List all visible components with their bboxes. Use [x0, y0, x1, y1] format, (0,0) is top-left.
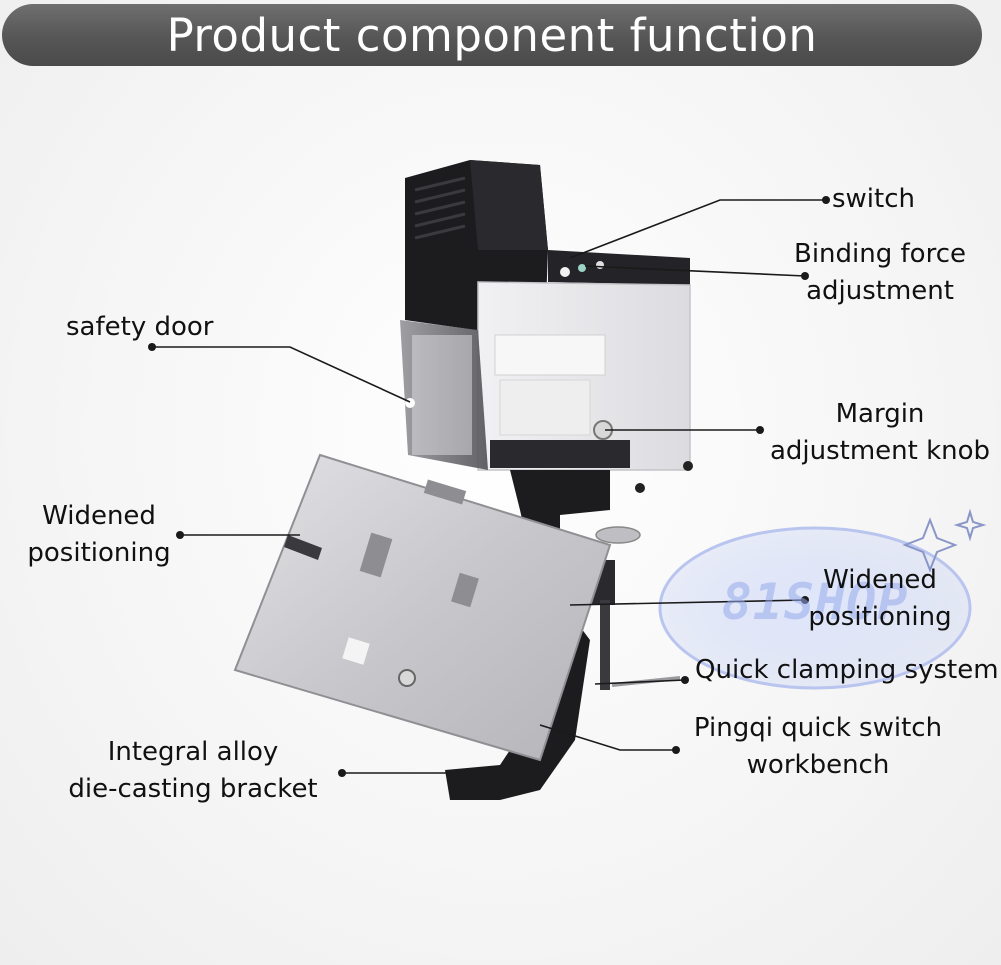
label-switch: switch [832, 184, 916, 214]
label-widened-left-line2: positioning [27, 538, 171, 568]
label-safety-door: safety door [66, 312, 214, 342]
safety-door [400, 320, 488, 470]
page-title: Product component function [166, 8, 818, 62]
label-margin-line2: adjustment knob [769, 436, 991, 466]
worktable-plate [233, 453, 612, 762]
label-margin-line1: Margin [835, 399, 925, 429]
label-widened-left-line1: Widened [42, 501, 156, 531]
label-quick-clamping: Quick clamping system [695, 655, 999, 685]
label-widened-right-line1: Widened [823, 565, 937, 595]
title-bar: Product component function [2, 4, 982, 66]
label-bracket-line1: Integral alloy [107, 737, 279, 767]
label-binding-force: Binding force adjustment [780, 236, 980, 310]
label-pingqi-workbench: Pingqi quick switch workbench [688, 710, 948, 784]
watermark-badge [658, 508, 987, 690]
label-pingqi-line2: workbench [746, 750, 890, 780]
label-widened-right: Widened positioning [805, 562, 955, 636]
label-margin-knob: Margin adjustment knob [760, 396, 1000, 470]
label-widened-left: Widened positioning [24, 498, 174, 572]
label-bracket-line2: die-casting bracket [68, 774, 318, 804]
label-binding-line1: Binding force [794, 239, 966, 269]
label-pingqi-line1: Pingqi quick switch [693, 713, 943, 743]
label-widened-right-line2: positioning [808, 602, 952, 632]
label-alloy-bracket: Integral alloy die-casting bracket [62, 734, 324, 808]
watermark-text: 81SHOP [721, 573, 909, 631]
machine-body [477, 281, 693, 493]
leader-lines [148, 196, 830, 777]
label-binding-line2: adjustment [806, 276, 954, 306]
